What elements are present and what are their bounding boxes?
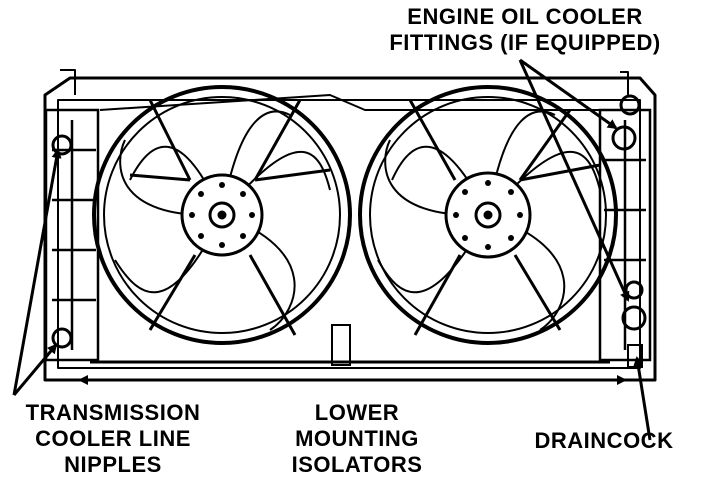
- label-line: TRANSMISSION: [25, 400, 201, 425]
- label-line: NIPPLES: [64, 452, 162, 477]
- left-fan: [92, 85, 352, 345]
- lower-isolators: [51, 134, 610, 366]
- fan-support-struts: [99, 94, 601, 336]
- label-line: ISOLATORS: [291, 452, 423, 477]
- lower-isolators-label: LOWER MOUNTING ISOLATORS: [272, 402, 442, 476]
- draincock-label: DRAINCOCK: [516, 430, 692, 452]
- label-line: COOLER LINE: [35, 426, 191, 451]
- label-line: MOUNTING: [295, 426, 419, 451]
- transmission-cooler-label: TRANSMISSION COOLER LINE NIPPLES: [0, 402, 226, 476]
- right-fittings: [611, 94, 647, 368]
- leader-arrows: [12, 58, 652, 441]
- left-tank: [44, 108, 100, 362]
- left-hub-bolts: [189, 182, 255, 248]
- label-line: DRAINCOCK: [534, 428, 674, 453]
- engine-oil-cooler-label: ENGINE OIL COOLER FITTINGS (IF EQUIPPED): [355, 6, 695, 54]
- label-line: ENGINE OIL COOLER: [407, 4, 643, 29]
- right-fan: [358, 85, 618, 345]
- right-hub-bolts: [453, 180, 523, 250]
- label-line: LOWER: [314, 400, 400, 425]
- label-line: FITTINGS (IF EQUIPPED): [389, 30, 661, 55]
